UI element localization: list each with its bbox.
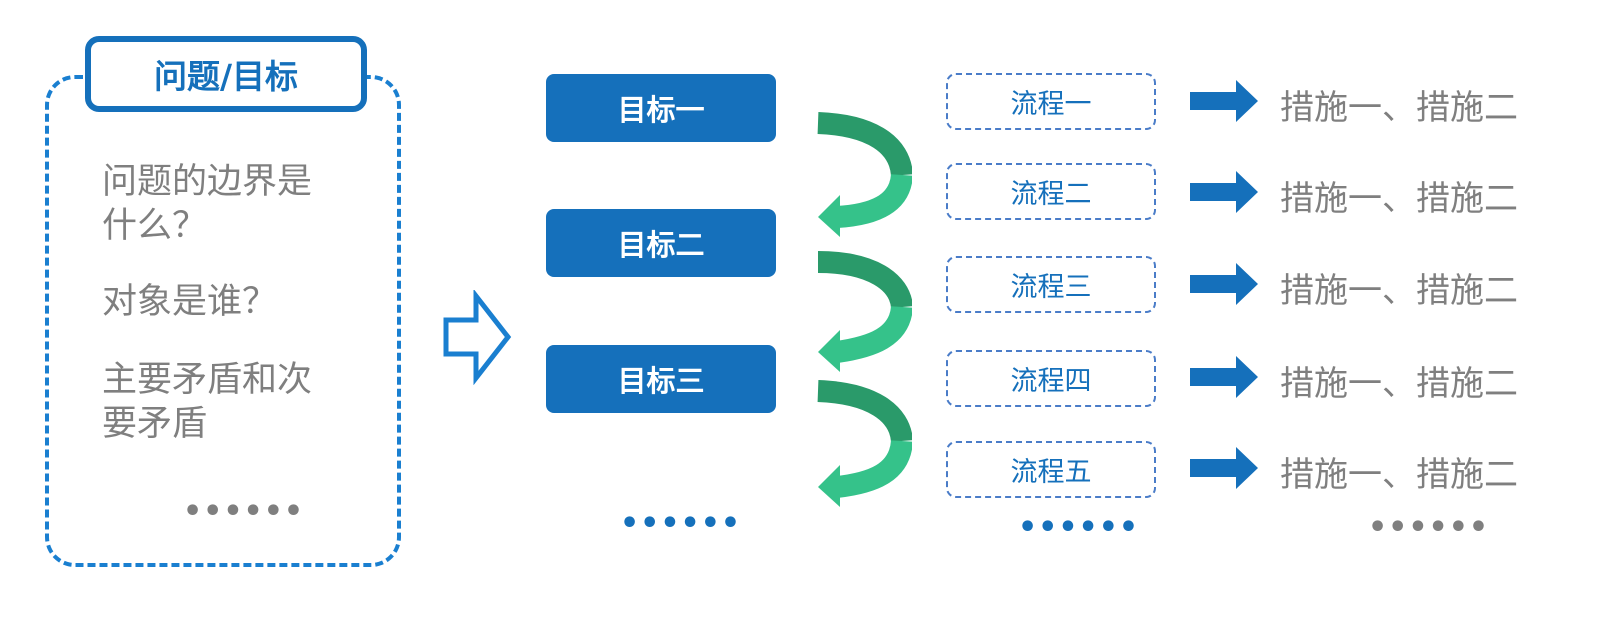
question-boundary: 问题的边界是什么？	[102, 160, 312, 248]
goals-more: ••••••	[620, 506, 742, 541]
right-arrow-icon	[1190, 263, 1258, 305]
right-arrows	[1190, 80, 1258, 489]
text-line: 问题的边界是	[102, 162, 313, 202]
hollow-arrow-icon	[443, 290, 512, 385]
measure-2: 措施一、措施二	[1280, 179, 1518, 219]
flow-4: 流程四	[946, 350, 1156, 407]
question-object: 对象是谁？	[102, 282, 278, 322]
right-arrow-icon	[1190, 447, 1258, 489]
problem-more: ••••••	[183, 494, 305, 529]
text-line: 主要矛盾和次	[102, 360, 313, 400]
measure-5: 措施一、措施二	[1280, 455, 1518, 495]
measure-4: 措施一、措施二	[1280, 364, 1518, 404]
right-arrow-icon	[1190, 80, 1258, 122]
problem-title: 问题/目标	[85, 36, 367, 112]
flow-1: 流程一	[946, 73, 1156, 130]
flow-3: 流程三	[946, 256, 1156, 313]
curved-arrow-icon	[817, 380, 912, 507]
right-arrow-icon	[1190, 171, 1258, 213]
right-arrow-icon	[1190, 356, 1258, 398]
text-line: 什么？	[102, 206, 208, 246]
text-line: 要矛盾	[102, 404, 208, 444]
goal-2: 目标二	[546, 209, 776, 277]
flows-more: ••••••	[1018, 510, 1140, 545]
flow-2: 流程二	[946, 163, 1156, 220]
measures-more: ••••••	[1368, 510, 1490, 545]
measure-3: 措施一、措施二	[1280, 271, 1518, 311]
goal-3: 目标三	[546, 345, 776, 413]
curved-arrow-icon	[817, 251, 912, 372]
flow-5: 流程五	[946, 441, 1156, 498]
measure-1: 措施一、措施二	[1280, 88, 1518, 128]
goal-1: 目标一	[546, 74, 776, 142]
curved-arrow-icon	[817, 112, 912, 237]
question-contradiction: 主要矛盾和次要矛盾	[102, 358, 312, 446]
curved-arrows	[817, 112, 912, 507]
